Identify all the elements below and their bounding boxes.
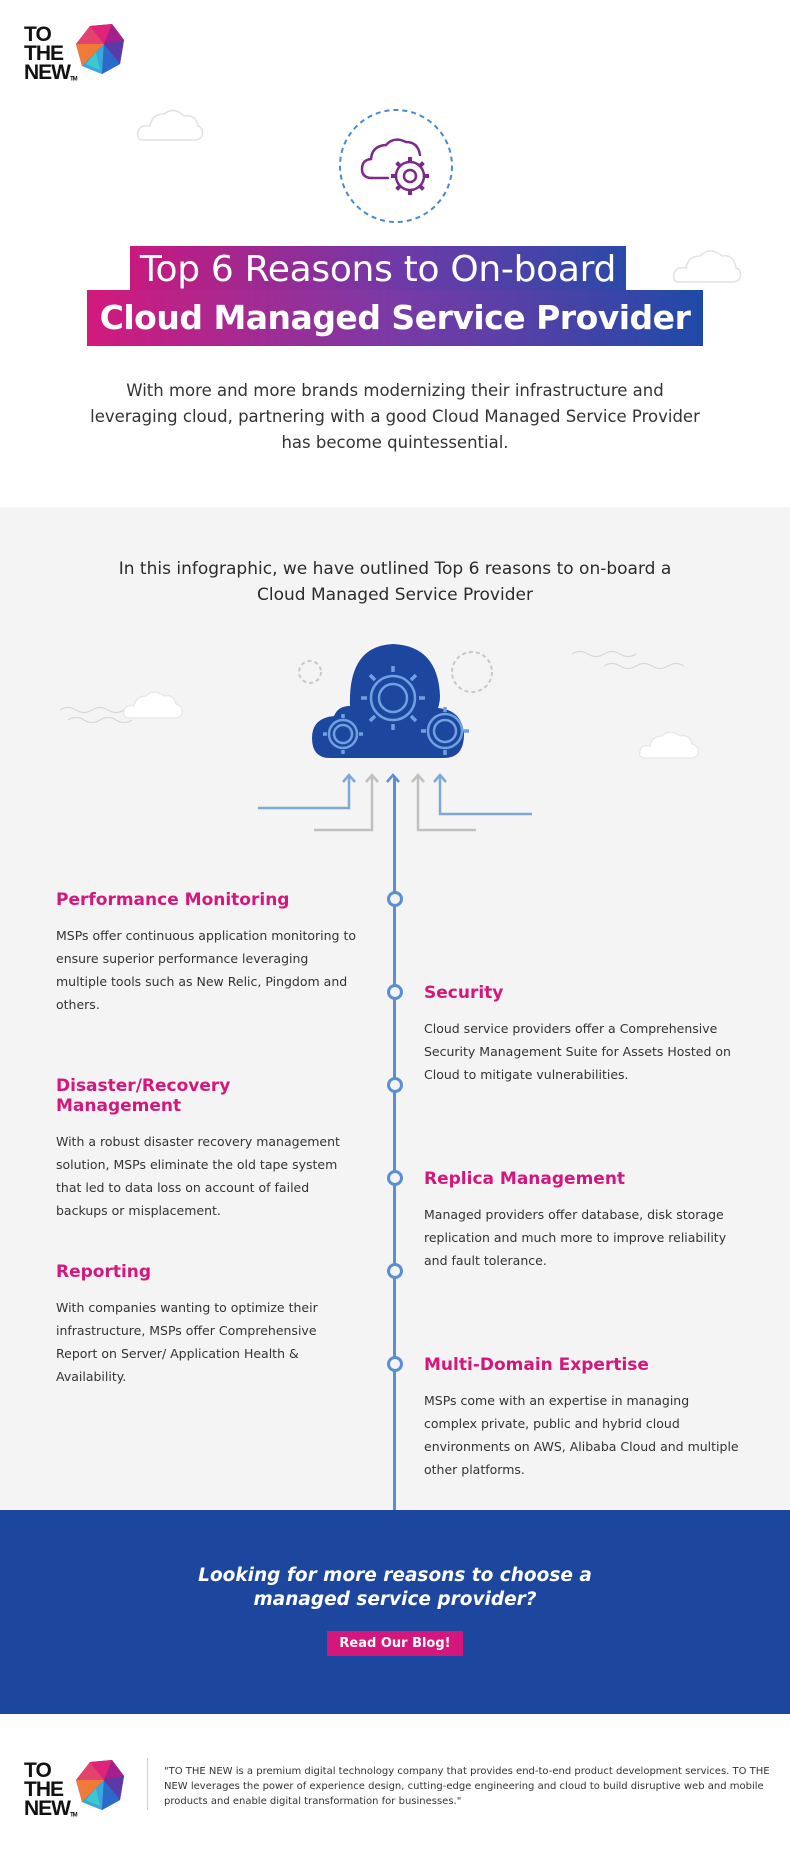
infographic-outline: In this infographic, we have outlined To… [118, 559, 672, 605]
reason-performance-monitoring: Performance Monitoring MSPs offer contin… [56, 890, 356, 1016]
title-line-2: Cloud Managed Service Provider [87, 290, 703, 346]
timeline-node [387, 1356, 403, 1372]
reason-text: MSPs offer continuous application monito… [56, 928, 356, 1012]
logo-line-1: TO [24, 1759, 52, 1782]
timeline-node [387, 984, 403, 1000]
logo-line-2: THE [24, 1777, 64, 1801]
cta-section [0, 1510, 790, 1714]
reason-title: Reporting [56, 1262, 152, 1282]
read-blog-button[interactable]: Read Our Blog! [327, 1631, 463, 1656]
logo-line-3: NEWTM [24, 1796, 78, 1820]
logo-tm: TM [70, 1812, 78, 1819]
reason-security: Security Cloud service providers offer a… [424, 983, 734, 1086]
reason-replica-management: Replica Management Managed providers off… [424, 1169, 729, 1272]
reason-text: With companies wanting to optimize their… [56, 1300, 318, 1384]
reason-title: Disaster/Recovery Management [56, 1076, 231, 1116]
logo-line-1: TO [24, 23, 52, 46]
cta-heading: Looking for more reasons to choose a man… [195, 1564, 595, 1612]
reason-reporting: Reporting With companies wanting to opti… [56, 1262, 356, 1388]
reason-title: Security [424, 983, 504, 1003]
reason-disaster-recovery: Disaster/Recovery Management With a robu… [56, 1076, 346, 1222]
timeline-node [387, 891, 403, 907]
cloud-gear-icon [339, 109, 453, 223]
reason-title: Performance Monitoring [56, 890, 290, 910]
reason-title: Multi-Domain Expertise [424, 1355, 649, 1375]
logo-tm: TM [70, 76, 78, 83]
cloud-gears-icon [60, 644, 699, 832]
reason-text: Cloud service providers offer a Comprehe… [424, 1021, 731, 1082]
footer-divider [147, 1758, 148, 1810]
timeline-node [387, 1170, 403, 1186]
reason-title: Replica Management [424, 1169, 626, 1189]
logo-line-2: THE [24, 41, 64, 65]
timeline-node [387, 1077, 403, 1093]
timeline-node [387, 1263, 403, 1279]
title-line-1: Top 6 Reasons to On-board a [130, 246, 626, 338]
logo-gem-icon [76, 1760, 124, 1810]
decorative-cloud-icon [672, 250, 742, 283]
cta-line-2: managed service provider? [253, 1589, 537, 1610]
reason-multi-domain-expertise: Multi-Domain Expertise MSPs come with an… [424, 1355, 744, 1481]
header-logo[interactable]: TO THE NEWTM [24, 23, 78, 84]
intro-text: With more and more brands modernizing th… [90, 381, 700, 452]
reason-text: Managed providers offer database, disk s… [424, 1207, 727, 1268]
reason-text: With a robust disaster recovery manageme… [56, 1134, 340, 1218]
timeline-line [393, 776, 396, 1510]
decorative-cloud-icon [136, 109, 204, 141]
footer-about-text: "TO THE NEW is a premium digital technol… [164, 1766, 770, 1807]
reason-text: MSPs come with an expertise in managing … [424, 1393, 739, 1477]
logo-gem-icon [76, 24, 124, 74]
footer-logo[interactable]: TO THE NEWTM [24, 1759, 78, 1820]
cta-line-1: Looking for more reasons to choose a [198, 1565, 592, 1586]
logo-line-3: NEWTM [24, 60, 78, 84]
